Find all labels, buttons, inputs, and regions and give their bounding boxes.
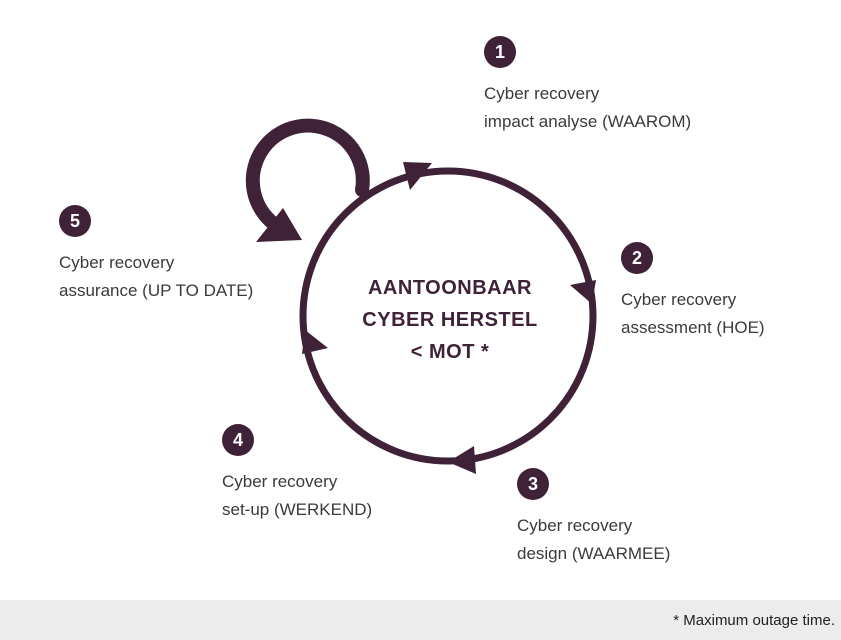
step-4-label-line2: set-up (WERKEND) [222,500,373,519]
step-1: 1 Cyber recovery impact analyse (WAAROM) [484,36,691,136]
step-3: 3 Cyber recovery design (WAARMEE) [517,468,670,568]
step-2-label-line2: assessment (HOE) [621,318,765,337]
step-5-label-line2: assurance (UP TO DATE) [59,281,254,300]
step-2-number-badge: 2 [621,242,653,274]
loop-arrow-icon [245,118,370,231]
cycle-circle-icon [299,167,597,465]
step-4-number-badge: 4 [222,424,254,456]
step-4: 4 Cyber recovery set-up (WERKEND) [222,424,372,524]
arrowhead-right-icon [570,280,596,304]
step-1-number-badge: 1 [484,36,516,68]
step-3-number-badge: 3 [517,468,549,500]
step-4-label-line1: Cyber recovery [222,472,338,491]
step-5: 5 Cyber recovery assurance (UP TO DATE) [59,205,253,305]
step-2: 2 Cyber recovery assessment (HOE) [621,242,765,342]
step-5-label-line1: Cyber recovery [59,253,175,272]
arrowhead-bottom-icon [448,446,476,474]
step-1-label-line1: Cyber recovery [484,84,600,103]
step-3-label-line1: Cyber recovery [517,516,633,535]
center-title: AANTOONBAAR CYBER HERSTEL < MOT * [330,272,570,368]
arrowhead-left-icon [302,330,328,354]
cycle-graphic [245,118,597,474]
footer-bar: * Maximum outage time. [0,600,841,640]
step-5-number-badge: 5 [59,205,91,237]
center-title-line1: AANTOONBAAR [367,277,532,299]
step-2-label-line1: Cyber recovery [621,290,737,309]
arrowhead-top-icon [403,162,432,190]
loop-arrowhead-icon [256,208,302,242]
footnote: * Maximum outage time. [673,612,835,629]
step-3-label-line2: design (WAARMEE) [517,544,671,563]
step-1-label-line2: impact analyse (WAAROM) [484,112,692,131]
center-title-line2: CYBER HERSTEL [362,309,538,331]
center-title-line3: < MOT * [410,341,490,363]
